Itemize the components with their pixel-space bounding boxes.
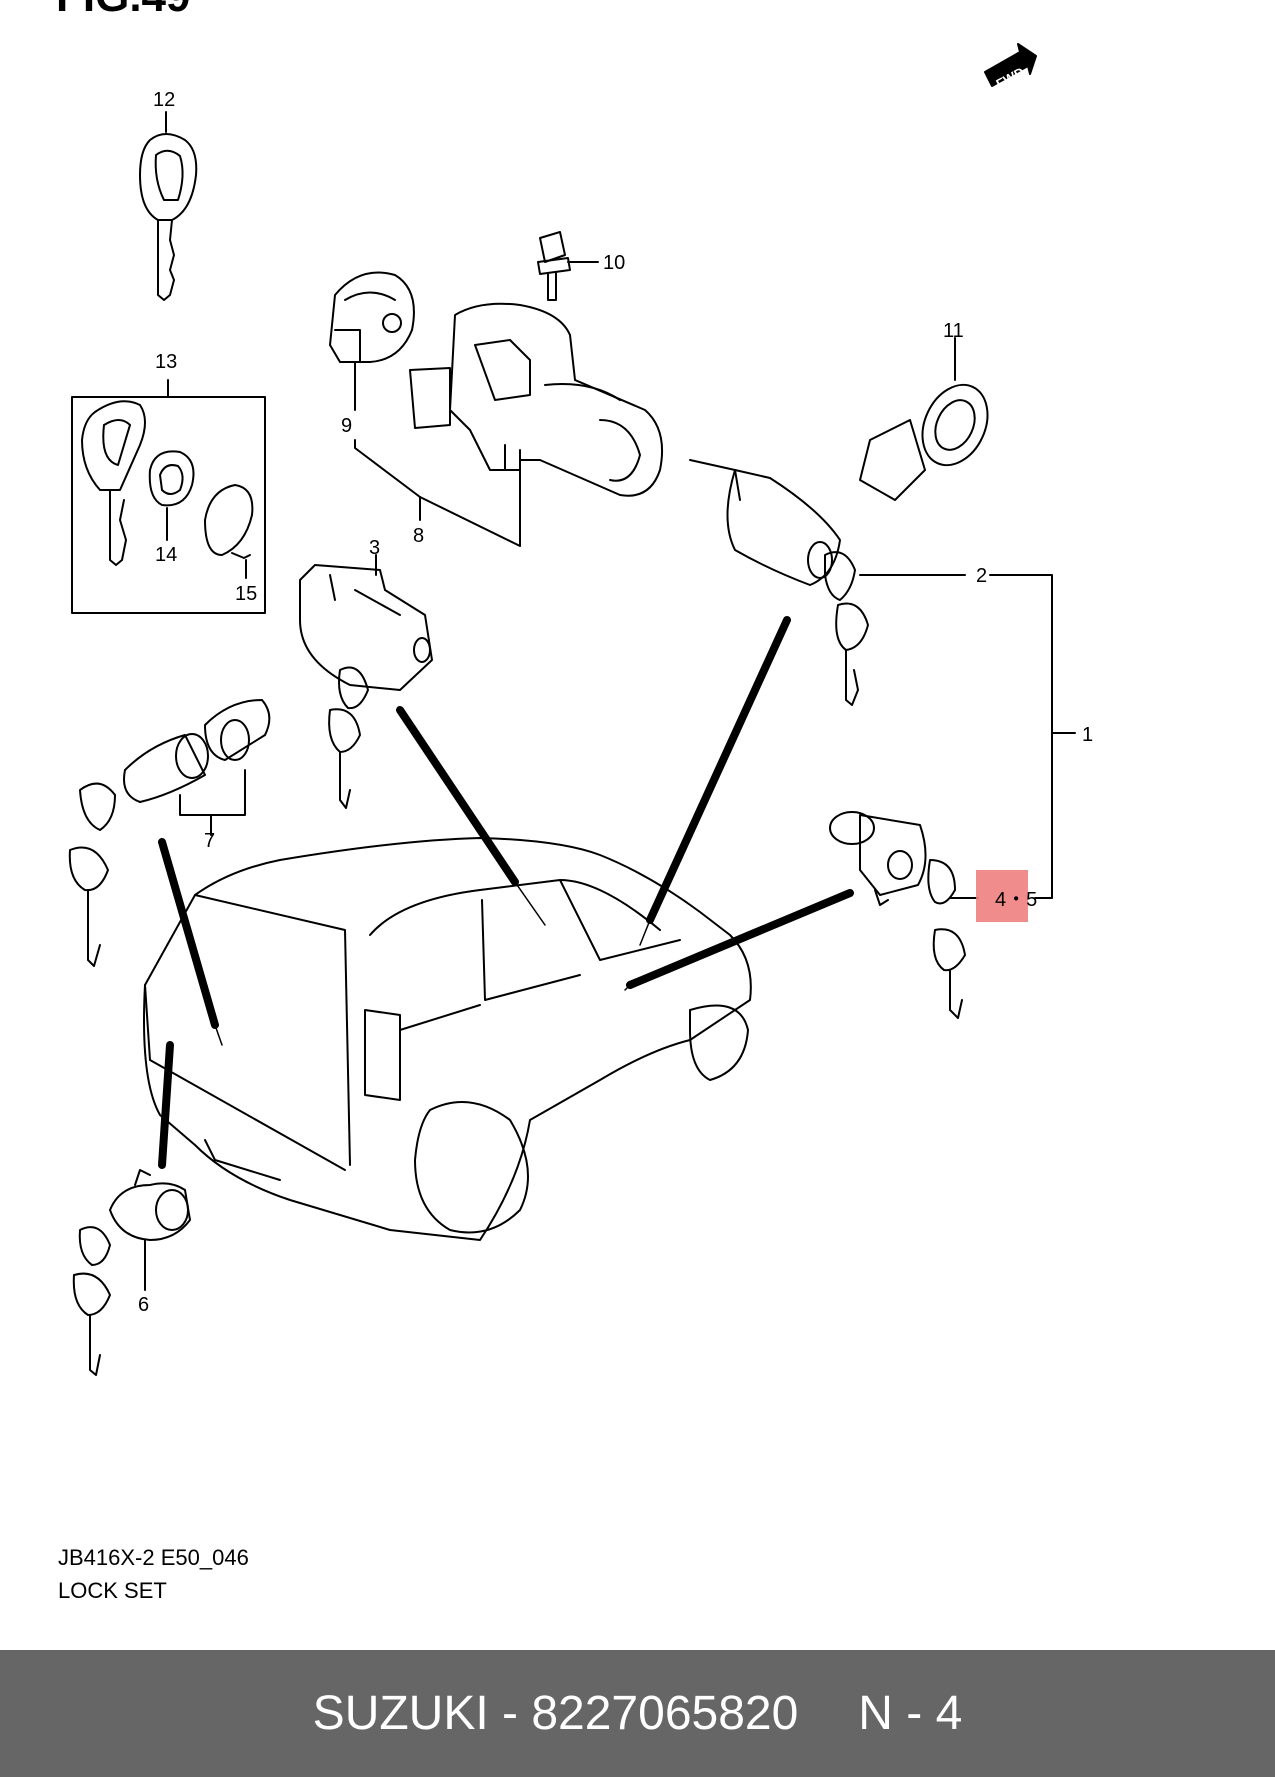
pointer-extensions: [214, 881, 651, 1046]
pointer-lines: [158, 616, 854, 1169]
callout-8: 8: [413, 525, 424, 547]
lock-set-diagram: FWD 1 2 3 4・5 6 7 8 9 10 11 12 13 14 15: [68, 43, 1093, 1376]
cover-15-icon: [204, 484, 254, 559]
callout-7: 7: [204, 830, 215, 852]
key-7-icon: [68, 782, 116, 967]
key-13-icon: [81, 400, 146, 566]
bolt-10-icon: [537, 231, 571, 301]
callout-2: 2: [976, 565, 987, 587]
callout-3: 3: [369, 537, 380, 559]
callout-14: 14: [155, 544, 177, 566]
diagram-name: LOCK SET: [58, 1578, 167, 1603]
key-3-icon: [328, 666, 369, 809]
key-12-icon: [139, 133, 198, 301]
footer-ref: N - 4: [858, 1687, 963, 1740]
key-5-icon: [927, 859, 966, 1019]
figure-title: FIG.49: [56, 0, 191, 22]
steering-lock-8-icon: [409, 302, 664, 497]
tailgate-lock-3-icon: [299, 564, 433, 691]
transponder-14-icon: [148, 450, 195, 507]
door-cylinder-4-icon: [829, 811, 927, 906]
ignition-cylinder-2-icon: [689, 459, 841, 586]
callout-4-5: 4・5: [995, 889, 1037, 911]
diagram-code: JB416X-2 E50_046: [58, 1545, 249, 1570]
switch-9-icon: [329, 271, 415, 363]
callout-13: 13: [155, 351, 177, 373]
fwd-arrow-icon: [984, 43, 1037, 87]
highlight-box: [976, 870, 1028, 922]
callout-11: 11: [943, 320, 964, 342]
key-2-icon: [824, 551, 869, 706]
callout-12: 12: [153, 89, 175, 111]
callout-1: 1: [1082, 724, 1093, 746]
door-lock-6-icon: [109, 1169, 191, 1241]
footer-bar: SUZUKI - 8227065820 N - 4: [0, 1650, 1275, 1777]
footer-part-number: SUZUKI - 8227065820: [312, 1687, 799, 1740]
callout-9: 9: [341, 415, 352, 437]
vehicle-outline-icon: [143, 837, 752, 1241]
key-6-icon: [72, 1226, 111, 1376]
callout-6: 6: [138, 1294, 149, 1316]
antenna-ring-11-icon: [859, 383, 989, 501]
lock-cylinders-7-icon: [123, 699, 271, 803]
callout-15: 15: [235, 583, 257, 605]
callout-10: 10: [603, 252, 625, 274]
